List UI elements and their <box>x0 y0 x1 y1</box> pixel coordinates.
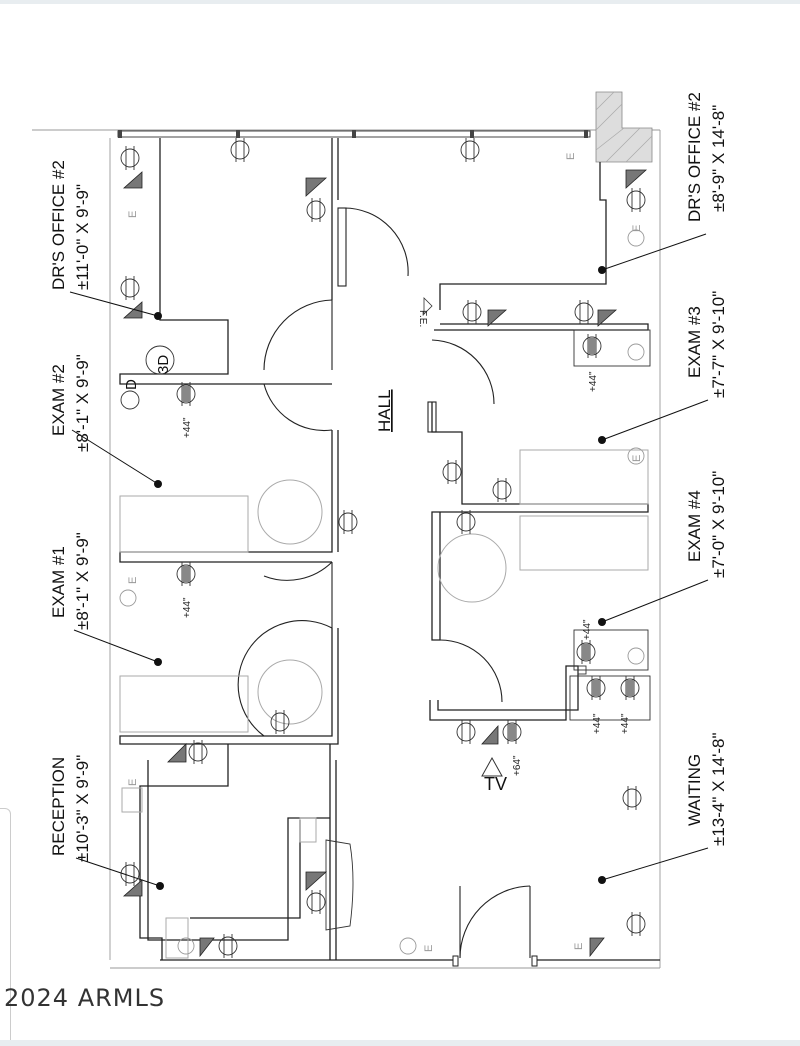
top-border <box>0 0 800 4</box>
exam-4-dims: ±7'-0" X 9'-10" <box>709 471 728 578</box>
drs-office-1-name: DR'S OFFICE #2 <box>49 160 68 290</box>
annotations: +44" +44" +44" +44" +44" +44" +64" F.E. … <box>123 153 643 952</box>
hall-label: HALL <box>375 389 394 432</box>
exam-1-dims: ±8'-1" X 9'-9" <box>73 532 92 630</box>
exam-1-name: EXAM #1 <box>49 546 68 618</box>
e-mark-7: E <box>423 945 435 952</box>
left-walls <box>119 138 339 960</box>
height-64: +64" <box>512 755 523 776</box>
3d-symbol <box>145 345 175 375</box>
e-mark-6: E <box>631 455 643 462</box>
e-mark-3: E <box>127 779 139 786</box>
leaders <box>69 233 709 890</box>
copyright-watermark: 2024 ARMLS <box>4 984 166 1012</box>
reception-dims: ±10'-3" X 9'-9" <box>73 755 92 862</box>
height-44-exam2: +44" <box>182 417 193 438</box>
reception-name: RECEPTION <box>49 757 68 856</box>
right-walls <box>429 162 651 721</box>
height-44-exam4: +44" <box>582 619 593 640</box>
exam-4-name: EXAM #4 <box>685 490 704 562</box>
waiting-name: WAITING <box>685 754 704 826</box>
e-mark-4: E <box>565 153 577 160</box>
exam-3-dims: ±7'-7" X 9'-10" <box>709 291 728 398</box>
jack-triangles <box>122 169 648 958</box>
e-mark-1: E <box>127 211 139 218</box>
e-mark-5: E <box>631 225 643 232</box>
drs-office-2-dims: ±8'-9" X 14'-8" <box>709 105 728 212</box>
height-44-b: +44" <box>620 713 631 734</box>
doors <box>237 207 531 959</box>
drs-office-2-name: DR'S OFFICE #2 <box>685 92 704 222</box>
tv-label: TV <box>484 774 507 794</box>
height-44-exam3: +44" <box>588 371 599 392</box>
drs-office-1-dims: ±11'-0" X 9'-9" <box>73 184 92 290</box>
exam-3-name: EXAM #3 <box>685 306 704 378</box>
d-label: D <box>123 379 140 390</box>
exam-2-dims: ±8'-1" X 9'-9" <box>73 354 92 452</box>
3d-label: 3D <box>155 355 172 374</box>
room-labels: DR'S OFFICE #2 ±11'-0" X 9'-9" EXAM #2 ±… <box>49 92 728 862</box>
outer-walls <box>32 91 661 969</box>
height-44-a: +44" <box>592 713 603 734</box>
bottom-border <box>0 1040 800 1046</box>
fe-label: F.E. <box>417 310 428 327</box>
height-44-exam1: +44" <box>182 597 193 618</box>
furniture <box>119 449 649 959</box>
outlet-symbols <box>119 138 646 958</box>
e-mark-2: E <box>127 577 139 584</box>
waiting-dims: ±13-4" X 14'-8" <box>709 733 728 846</box>
e-mark-8: E <box>573 943 585 950</box>
exam-2-name: EXAM #2 <box>49 364 68 436</box>
